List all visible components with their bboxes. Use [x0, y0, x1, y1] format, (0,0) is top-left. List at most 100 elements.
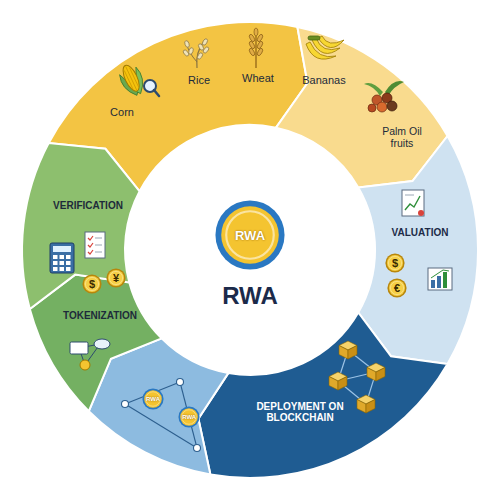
- coin-rim: [106, 268, 125, 287]
- palm-fruit-icon-part: [368, 104, 376, 112]
- valuation-document-icon-part: [402, 190, 424, 216]
- cycle-arrow-segment: [198, 313, 447, 478]
- valuation-document-icon: [402, 190, 424, 216]
- bar-chart-icon-part: [437, 276, 441, 288]
- coin-face: [221, 206, 279, 264]
- coin-text: $: [392, 258, 398, 269]
- token-coin: RWA: [142, 388, 164, 410]
- bar-chart-icon-part: [428, 268, 452, 290]
- checklist-icon-part: [85, 232, 105, 258]
- stage-label: VERIFICATION: [53, 200, 123, 211]
- coin-inner-ring: [390, 281, 403, 294]
- coin-face: [144, 390, 162, 408]
- corn-icon-part-part: [126, 66, 137, 90]
- coin-rim: [215, 200, 284, 269]
- currency-coin: $: [82, 274, 102, 294]
- calculator-icon: [50, 243, 74, 273]
- calculator-icon-part: [53, 246, 71, 252]
- block-cube: [339, 341, 357, 359]
- wheat-icon-part: [248, 34, 255, 43]
- wheat-icon-part: [254, 28, 258, 36]
- coin-text: RWA: [235, 229, 265, 242]
- coin-inner-ring: [109, 271, 122, 284]
- block-cube-part: [366, 400, 375, 414]
- bar-chart-icon: [428, 268, 452, 290]
- network-icon-part: [122, 401, 129, 408]
- calculator-key: [66, 261, 71, 265]
- checklist-icon-part: [95, 245, 102, 246]
- block-cube-part: [348, 346, 357, 360]
- coin-text: ¥: [113, 273, 119, 284]
- checklist-icon-part: [88, 250, 93, 254]
- crop-label: Wheat: [242, 72, 274, 84]
- network-icon-part: [177, 379, 184, 386]
- cycle-ring: [22, 22, 478, 478]
- rice-icon-part: [202, 38, 209, 46]
- coin-text: RWA: [182, 414, 196, 420]
- checklist-icon-part: [95, 238, 102, 239]
- rwa-coin: RWA: [214, 199, 286, 271]
- calculator-key: [66, 267, 71, 271]
- corn-icon-part: [154, 90, 159, 96]
- crop-label: Bananas: [302, 74, 345, 86]
- coin-rim: [385, 253, 404, 272]
- palm-fruit-icon-part: [364, 83, 383, 96]
- calculator-key: [53, 261, 58, 265]
- block-cube: [357, 395, 375, 413]
- rice-icon-part: [196, 52, 203, 60]
- coin-text: €: [394, 283, 400, 294]
- calculator-key: [60, 255, 65, 259]
- valuation-document-icon-part: [405, 195, 414, 196]
- banana-icon-part: [308, 36, 320, 40]
- palm-fruit-icon-part: [387, 101, 397, 111]
- block-cube-part: [357, 400, 366, 414]
- wheat-icon-part: [256, 41, 263, 50]
- calculator-icon-part: [53, 255, 71, 271]
- block-cube-part: [338, 377, 347, 391]
- palm-fruit-icon: [364, 81, 404, 112]
- network-icon: [122, 379, 201, 452]
- wheat-icon: [248, 28, 263, 68]
- tokenization-icon-part: [80, 360, 90, 370]
- network-icon-part: [194, 445, 201, 452]
- corn-icon-part-part: [130, 68, 139, 87]
- coin-face: [180, 408, 198, 426]
- calculator-key: [53, 267, 58, 271]
- currency-coin: ¥: [106, 268, 126, 288]
- coin-text: RWA: [146, 396, 160, 402]
- coin-face: [108, 270, 124, 286]
- wheat-icon-part: [256, 48, 263, 57]
- network-icon-part: [180, 382, 197, 448]
- checklist-icon-part: [95, 252, 102, 253]
- valuation-document-icon-part: [405, 196, 420, 210]
- coin-text: $: [89, 279, 95, 290]
- palm-fruit-icon-part: [377, 102, 387, 112]
- tokenization-icon: [70, 339, 110, 370]
- corn-icon: [116, 61, 159, 99]
- calculator-key: [53, 255, 58, 259]
- wheat-icon-part: [255, 32, 256, 68]
- stage-label: VALUATION: [392, 227, 449, 238]
- coin-rim: [179, 407, 200, 428]
- checklist-icon-part: [88, 236, 93, 240]
- block-cube-part: [376, 368, 385, 382]
- stage-label: TOKENIZATION: [63, 310, 137, 321]
- cycle-arrow-segment: [276, 27, 448, 188]
- checklist-icon: [85, 232, 105, 258]
- crop-label: Palm Oil fruits: [375, 126, 429, 149]
- crop-label: Rice: [188, 74, 210, 86]
- rice-icon-part: [184, 40, 190, 48]
- rice-icon-part: [182, 49, 190, 57]
- cycle-arrow-segment: [358, 136, 478, 364]
- coin-inner-ring: [226, 211, 274, 259]
- coin-inner-ring: [182, 410, 197, 425]
- cycle-arrow-segment: [22, 143, 140, 309]
- rice-icon: [182, 38, 210, 68]
- crop-label: Corn: [110, 106, 134, 118]
- tokenization-icon-part: [94, 339, 110, 349]
- coin-inner-ring: [85, 277, 98, 290]
- coin-rim: [82, 274, 101, 293]
- block-cube-part: [329, 377, 338, 391]
- rice-icon-part: [202, 46, 210, 54]
- block-cube-part: [367, 368, 376, 382]
